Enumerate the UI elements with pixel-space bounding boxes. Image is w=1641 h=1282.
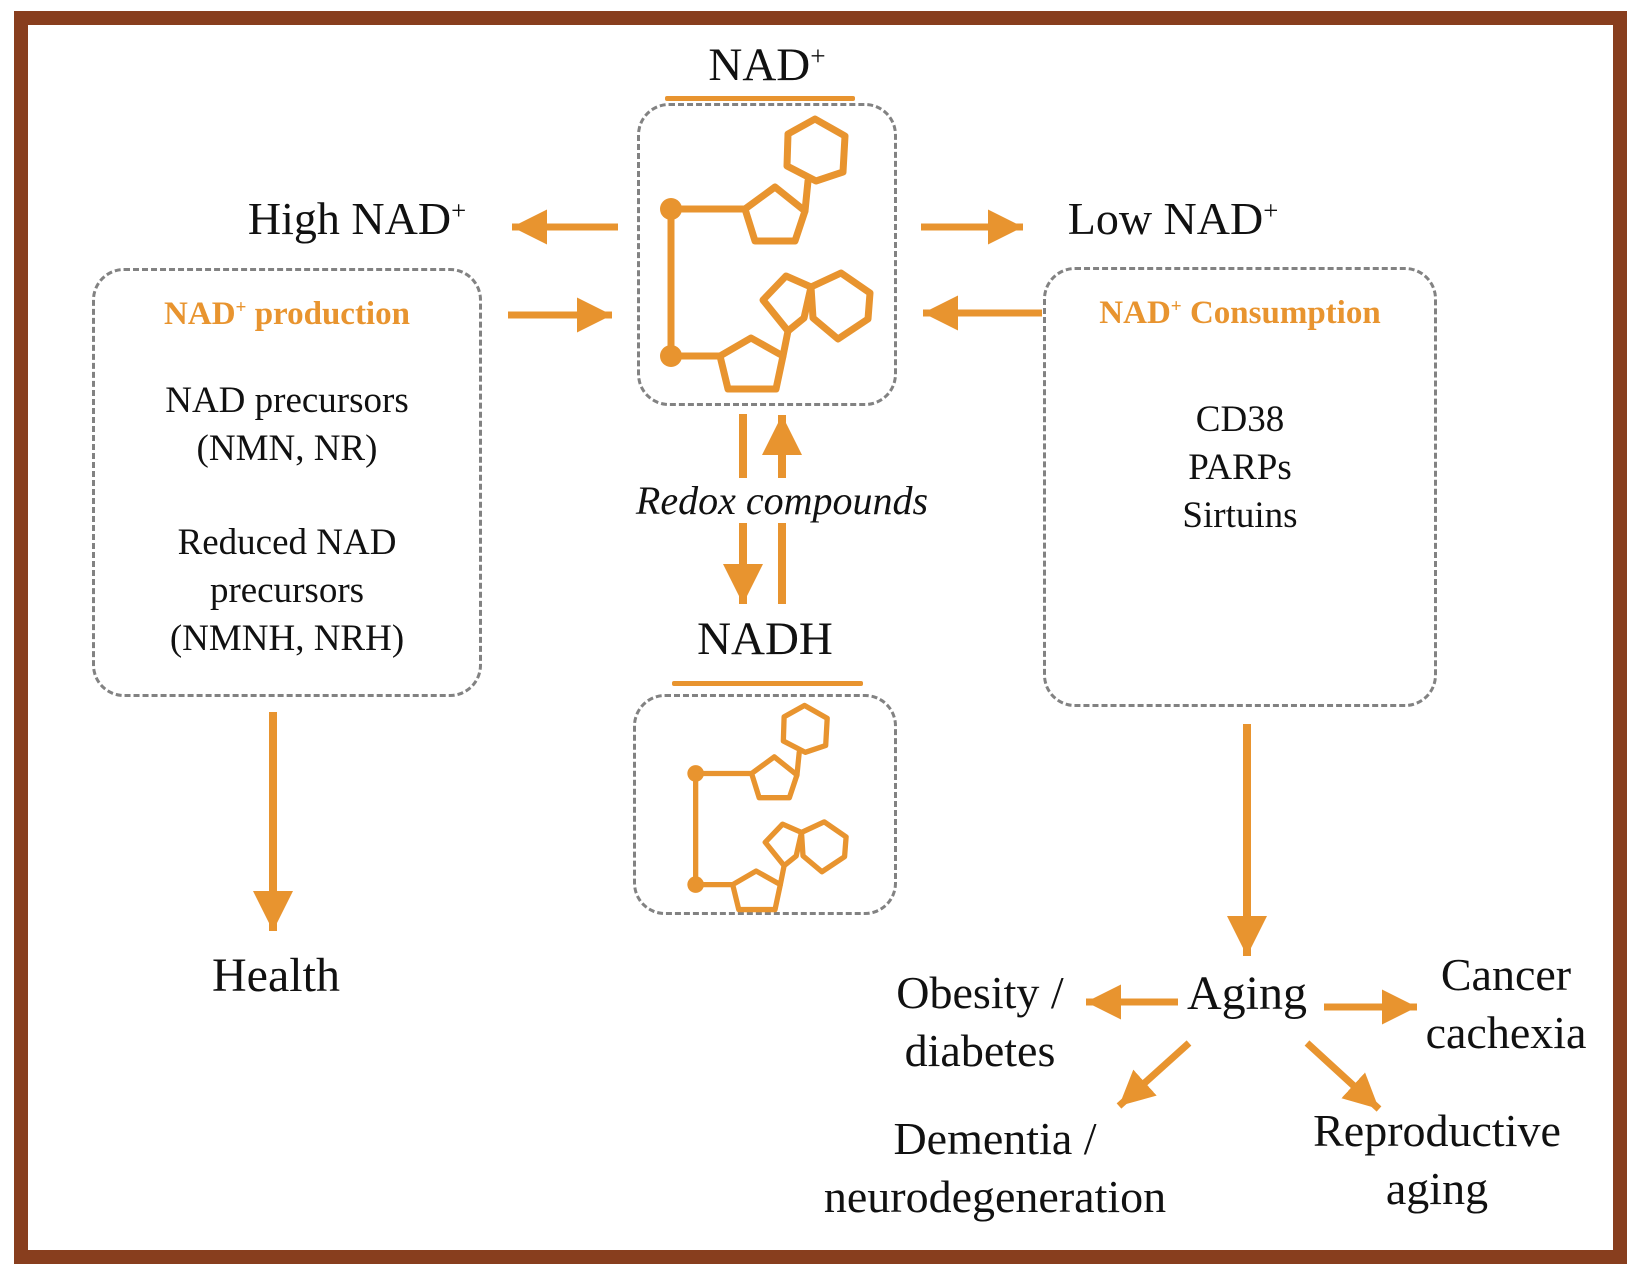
production-box: NAD+ production NAD precursors (NMN, NR)… xyxy=(92,268,482,697)
low-nad-text: Low NAD xyxy=(1067,193,1264,244)
aging-to-reproductive-arrow xyxy=(1304,1040,1382,1112)
nad-title-underline xyxy=(665,96,855,101)
high-nad-text: High NAD xyxy=(247,193,452,244)
high-nad-label: High NAD+ xyxy=(207,190,507,248)
nad-title-text: NAD xyxy=(708,39,811,91)
low-nad-label: Low NAD+ xyxy=(1023,190,1323,248)
high-nad-sup: + xyxy=(451,195,467,226)
cancer-line1: Cancer xyxy=(1440,949,1572,1000)
nad-box xyxy=(637,103,897,406)
consumption-item-sirtuins: Sirtuins xyxy=(1182,494,1298,536)
cancer-cachexia-label: Cancer cachexia xyxy=(1388,946,1624,1063)
production-header-rest: production xyxy=(246,296,410,332)
nad-title-sup: + xyxy=(810,41,826,72)
reduced-precursors-text: Reduced NAD precursors (NMNH, NRH) xyxy=(95,519,479,663)
redox-compounds-text: Redox compounds xyxy=(625,478,939,523)
consumption-box-header: NAD+ Consumption xyxy=(1046,294,1434,334)
consumption-header-rest: Consumption xyxy=(1181,295,1381,331)
nad-precursors-text: NAD precursors (NMN, NR) xyxy=(95,377,479,473)
health-text: Health xyxy=(212,949,340,1002)
aging-to-dementia-arrow xyxy=(1116,1040,1192,1109)
nadh-molecule-icon xyxy=(676,694,865,921)
nadh-title: NADH xyxy=(640,612,890,666)
obesity-diabetes-label: Obesity / diabetes xyxy=(840,964,1120,1081)
consumption-header-sup: + xyxy=(1170,296,1182,318)
production-header-sup: + xyxy=(235,297,247,319)
low-nad-sup: + xyxy=(1263,195,1279,226)
consumption-box: NAD+ Consumption CD38 PARPs Sirtuins xyxy=(1043,267,1437,707)
cancer-line2: cachexia xyxy=(1425,1007,1587,1059)
nadh-title-underline xyxy=(672,681,863,686)
reproductive-line1: Reproductive xyxy=(1313,1105,1561,1156)
aging-text: Aging xyxy=(1187,967,1307,1020)
consumption-items: CD38 PARPs Sirtuins xyxy=(1046,396,1434,540)
nad-precursors-line2: (NMN, NR) xyxy=(196,427,378,469)
consumption-item-parps: PARPs xyxy=(1188,446,1292,488)
reduced-precursors-line1: Reduced NAD xyxy=(177,521,397,563)
aging-label: Aging xyxy=(1142,966,1352,1021)
dementia-line2: neurodegeneration xyxy=(823,1171,1167,1223)
redox-compounds-label: Redox compounds xyxy=(582,477,982,524)
reproductive-aging-label: Reproductive aging xyxy=(1290,1102,1584,1219)
nad-title: NAD+ xyxy=(638,38,896,92)
dementia-line1: Dementia / xyxy=(893,1113,1097,1164)
production-header-base: NAD xyxy=(164,296,236,332)
nadh-box xyxy=(633,694,897,915)
obesity-line1: Obesity / xyxy=(896,967,1064,1018)
obesity-line2: diabetes xyxy=(904,1025,1056,1077)
health-label: Health xyxy=(171,948,381,1003)
dementia-label: Dementia / neurodegeneration xyxy=(788,1110,1202,1227)
reduced-precursors-line2: precursors xyxy=(209,569,365,611)
consumption-header-base: NAD xyxy=(1099,295,1171,331)
nad-molecule-icon xyxy=(645,104,895,404)
consumption-item-cd38: CD38 xyxy=(1195,398,1285,440)
reduced-precursors-line3: (NMNH, NRH) xyxy=(169,617,405,659)
production-box-header: NAD+ production xyxy=(95,295,479,335)
nadh-title-text: NADH xyxy=(697,613,833,665)
reproductive-line2: aging xyxy=(1385,1163,1489,1215)
nad-precursors-line1: NAD precursors xyxy=(165,379,409,421)
